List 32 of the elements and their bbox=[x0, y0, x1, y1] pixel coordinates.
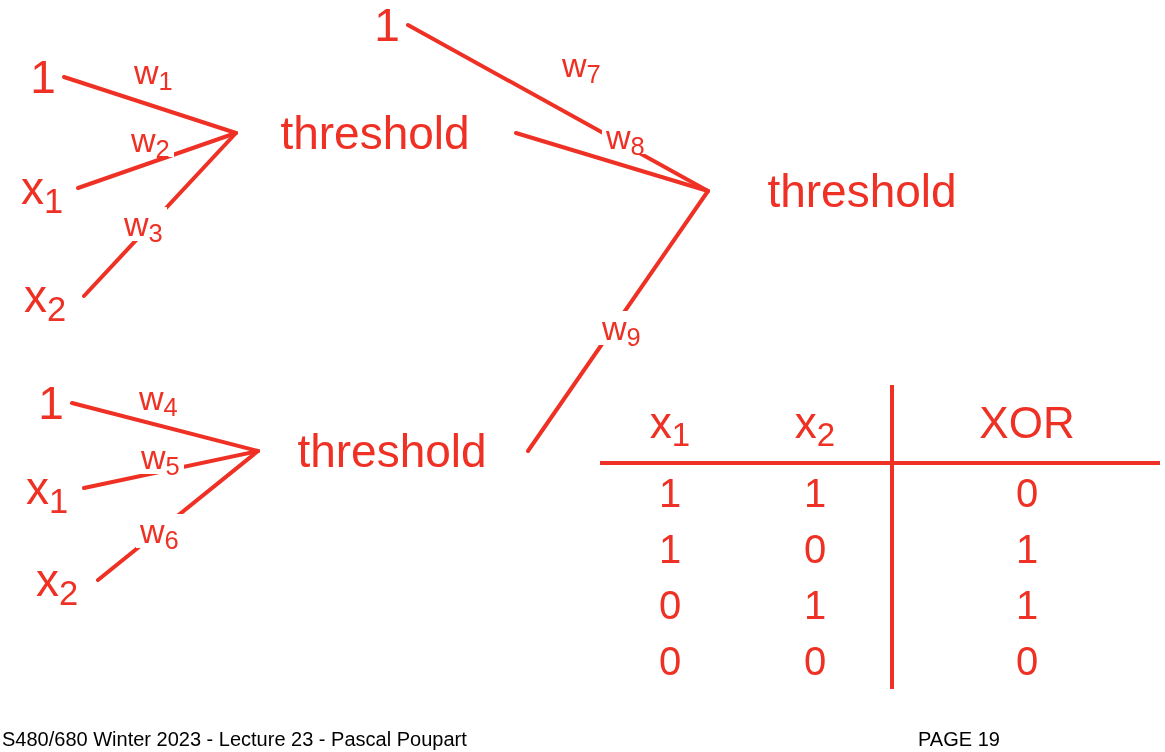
node-text: 1 bbox=[28, 52, 58, 102]
table-header-text: XOR bbox=[979, 397, 1075, 449]
node-text: x$_{2}$ bbox=[12, 268, 78, 324]
table-value: 0 bbox=[658, 638, 682, 685]
edge-label: w$_{6}$ bbox=[136, 513, 183, 548]
footer-text: S480/680 Winter 2023 - Lecture 23 - Pascal Poupart bbox=[2, 727, 467, 752]
table-value: 0 bbox=[803, 526, 827, 573]
table-value: 0 bbox=[1015, 470, 1039, 517]
node-text: x$_{1}$ bbox=[16, 460, 78, 516]
table-value: 1 bbox=[803, 582, 827, 629]
node-text: threshold bbox=[712, 158, 1012, 224]
table-value: 1 bbox=[1015, 582, 1039, 629]
table-header-text: x$_{2}$ bbox=[794, 397, 836, 456]
node-text: x$_{1}$ bbox=[12, 160, 72, 216]
connector-line bbox=[514, 131, 710, 193]
node-text: 1 bbox=[372, 0, 402, 50]
node-text: threshold bbox=[262, 418, 522, 484]
node-text: x$_{2}$ bbox=[22, 552, 92, 608]
table-header-text: x$_{1}$ bbox=[649, 397, 691, 456]
node-text: 1 bbox=[36, 378, 66, 428]
table-value: 1 bbox=[658, 470, 682, 517]
connector-line bbox=[62, 75, 238, 135]
table-value: 0 bbox=[803, 638, 827, 685]
table-value: 0 bbox=[658, 582, 682, 629]
node-text: threshold bbox=[240, 100, 510, 166]
connector-line bbox=[526, 189, 710, 453]
table-value: 1 bbox=[803, 470, 827, 517]
connector-line bbox=[76, 131, 238, 190]
table-value: 0 bbox=[1015, 638, 1039, 685]
table-value: 1 bbox=[658, 526, 682, 573]
page-number: PAGE 19 bbox=[918, 727, 1000, 752]
table-value: 1 bbox=[1015, 526, 1039, 573]
